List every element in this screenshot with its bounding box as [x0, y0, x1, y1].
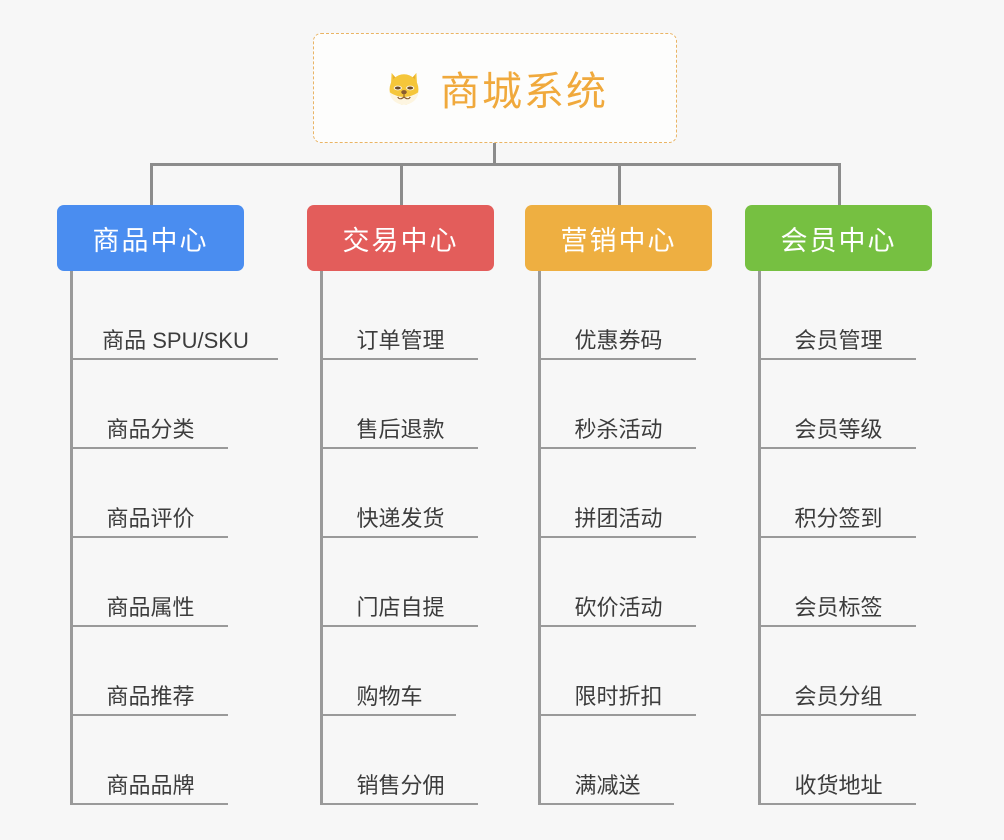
leaf-label: 商品推荐 — [106, 683, 195, 709]
leaf-item[interactable]: 会员等级 — [761, 360, 916, 449]
connector-drop-1 — [150, 163, 153, 207]
leaf-item[interactable]: 商品分类 — [73, 360, 228, 449]
leaf-label: 门店自提 — [356, 594, 445, 620]
leaf-label: 购物车 — [356, 683, 423, 709]
leaf-spine-1 — [70, 271, 73, 805]
connector-drop-4 — [838, 163, 841, 207]
leaf-label: 会员标签 — [794, 594, 883, 620]
leaf-spine-4 — [758, 271, 761, 805]
category-box-1[interactable]: 商品中心 — [57, 205, 244, 271]
shiba-dog-emoji — [382, 66, 426, 110]
leaf-label: 商品分类 — [106, 416, 195, 442]
leaf-item[interactable]: 售后退款 — [323, 360, 478, 449]
connector-root-stem — [493, 143, 496, 165]
leaf-label: 会员分组 — [794, 683, 883, 709]
leaf-label: 会员管理 — [794, 327, 883, 353]
leaf-label: 售后退款 — [356, 416, 445, 442]
leaf-item[interactable]: 积分签到 — [761, 449, 916, 538]
leaf-label: 商品属性 — [106, 594, 195, 620]
leaf-label: 满减送 — [574, 772, 641, 798]
leaf-label: 收货地址 — [794, 772, 883, 798]
root-title: 商城系统 — [440, 70, 608, 114]
category-label-1: 商品中心 — [92, 225, 209, 256]
leaf-item[interactable]: 秒杀活动 — [541, 360, 696, 449]
leaf-item[interactable]: 砍价活动 — [541, 538, 696, 627]
leaf-label: 订单管理 — [356, 327, 445, 353]
leaf-item[interactable]: 商品推荐 — [73, 627, 228, 716]
leaf-item[interactable]: 快递发货 — [323, 449, 478, 538]
leaf-item[interactable]: 购物车 — [323, 627, 456, 716]
category-box-3[interactable]: 营销中心 — [525, 205, 712, 271]
leaf-item[interactable]: 订单管理 — [323, 271, 478, 360]
leaf-item[interactable]: 商品 SPU/SKU — [73, 271, 278, 360]
leaf-item[interactable]: 会员标签 — [761, 538, 916, 627]
leaf-label: 秒杀活动 — [574, 416, 663, 442]
leaf-spine-2 — [320, 271, 323, 805]
leaf-spine-3 — [538, 271, 541, 805]
root-node[interactable]: 商城系统 — [313, 33, 677, 143]
leaf-item[interactable]: 会员分组 — [761, 627, 916, 716]
leaf-label: 会员等级 — [794, 416, 883, 442]
leaf-label: 优惠券码 — [574, 327, 663, 353]
leaf-item[interactable]: 满减送 — [541, 716, 674, 805]
leaf-label: 商品评价 — [106, 505, 195, 531]
leaf-label: 商品品牌 — [106, 772, 195, 798]
leaf-item[interactable]: 门店自提 — [323, 538, 478, 627]
leaf-item[interactable]: 拼团活动 — [541, 449, 696, 538]
category-label-3: 营销中心 — [560, 225, 677, 256]
leaf-item[interactable]: 销售分佣 — [323, 716, 478, 805]
category-label-2: 交易中心 — [342, 225, 459, 256]
connector-drop-3 — [618, 163, 621, 207]
leaf-item[interactable]: 优惠券码 — [541, 271, 696, 360]
leaf-label: 销售分佣 — [356, 772, 445, 798]
leaf-label: 拼团活动 — [574, 505, 663, 531]
leaf-item[interactable]: 收货地址 — [761, 716, 916, 805]
leaf-label: 积分签到 — [794, 505, 883, 531]
category-box-2[interactable]: 交易中心 — [307, 205, 494, 271]
leaf-label: 商品 SPU/SKU — [102, 327, 249, 353]
leaf-label: 限时折扣 — [574, 683, 663, 709]
leaf-label: 快递发货 — [356, 505, 445, 531]
leaf-item[interactable]: 会员管理 — [761, 271, 916, 360]
leaf-item[interactable]: 商品品牌 — [73, 716, 228, 805]
category-label-4: 会员中心 — [780, 225, 897, 256]
leaf-label: 砍价活动 — [574, 594, 663, 620]
connector-drop-2 — [400, 163, 403, 207]
connector-horizontal-bus — [150, 163, 841, 166]
leaf-item[interactable]: 商品评价 — [73, 449, 228, 538]
category-box-4[interactable]: 会员中心 — [745, 205, 932, 271]
leaf-item[interactable]: 商品属性 — [73, 538, 228, 627]
leaf-item[interactable]: 限时折扣 — [541, 627, 696, 716]
